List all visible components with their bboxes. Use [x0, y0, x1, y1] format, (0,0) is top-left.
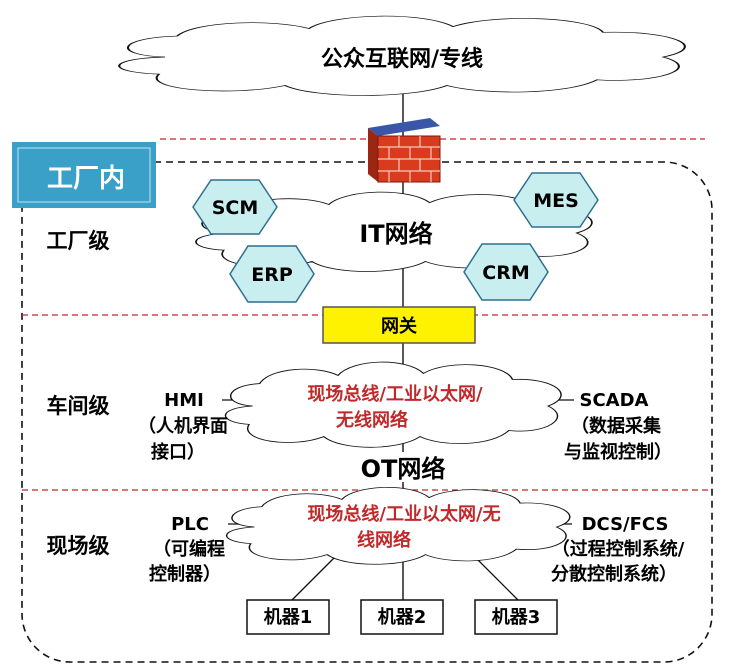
gateway-box [322, 306, 476, 344]
firewall-icon [368, 118, 441, 183]
machine-1: 机器1 [246, 599, 330, 635]
hmi-desc-line1: （人机界面 [138, 416, 228, 437]
scm-label: SCM [212, 197, 259, 219]
plc-desc-line1: （可编程 [153, 538, 225, 560]
factory-tag-label: 工厂内 [47, 164, 125, 194]
workshop-bus-line2: 无线网络 [336, 409, 408, 431]
dcs-title: DCS/FCS [582, 514, 669, 535]
hmi-title: HMI [164, 390, 204, 411]
factory-boundary [21, 161, 713, 663]
ot-network-label: OT网络 [361, 455, 446, 483]
erp-label: ERP [251, 264, 293, 286]
machine-2: 机器2 [360, 599, 444, 635]
machine-3-label: 机器3 [492, 607, 541, 628]
field-bus-line2: 线网络 [357, 529, 411, 551]
gateway-label: 网关 [381, 315, 417, 337]
dcs-desc-line1: （过程控制系统/ [552, 538, 685, 560]
hmi-desc-line2: 接口） [151, 441, 205, 463]
internet-label: 公众互联网/专线 [321, 46, 483, 72]
hexagon-mes: MES [513, 172, 599, 228]
field-bus-cloud [225, 486, 571, 566]
level-label-workshop: 车间级 [47, 394, 110, 418]
workshop-bus-line1: 现场总线/工业以太网/ [307, 383, 483, 405]
hexagon-crm: CRM [463, 243, 549, 301]
it-network-label: IT网络 [359, 220, 432, 248]
field-bus-line1: 现场总线/工业以太网/无 [307, 503, 500, 525]
hexagon-scm: SCM [192, 179, 278, 235]
crm-label: CRM [482, 262, 529, 284]
scada-desc-line1: （数据采集 [571, 415, 662, 437]
scada-title: SCADA [580, 390, 649, 411]
hexagon-erp: ERP [229, 245, 315, 303]
dcs-desc-line2: 分散控制系统） [551, 563, 677, 585]
plc-title: PLC [171, 514, 209, 535]
level-label-field: 现场级 [47, 534, 110, 558]
plc-desc-line2: 控制器） [149, 563, 221, 585]
machine-2-label: 机器2 [378, 607, 427, 628]
level-label-factory: 工厂级 [47, 229, 110, 253]
scada-desc-line2: 与监视控制） [564, 441, 672, 463]
machine-1-label: 机器1 [264, 607, 313, 628]
mes-label: MES [533, 190, 579, 212]
machine-3: 机器3 [474, 599, 558, 635]
factory-tag-box [12, 142, 156, 208]
